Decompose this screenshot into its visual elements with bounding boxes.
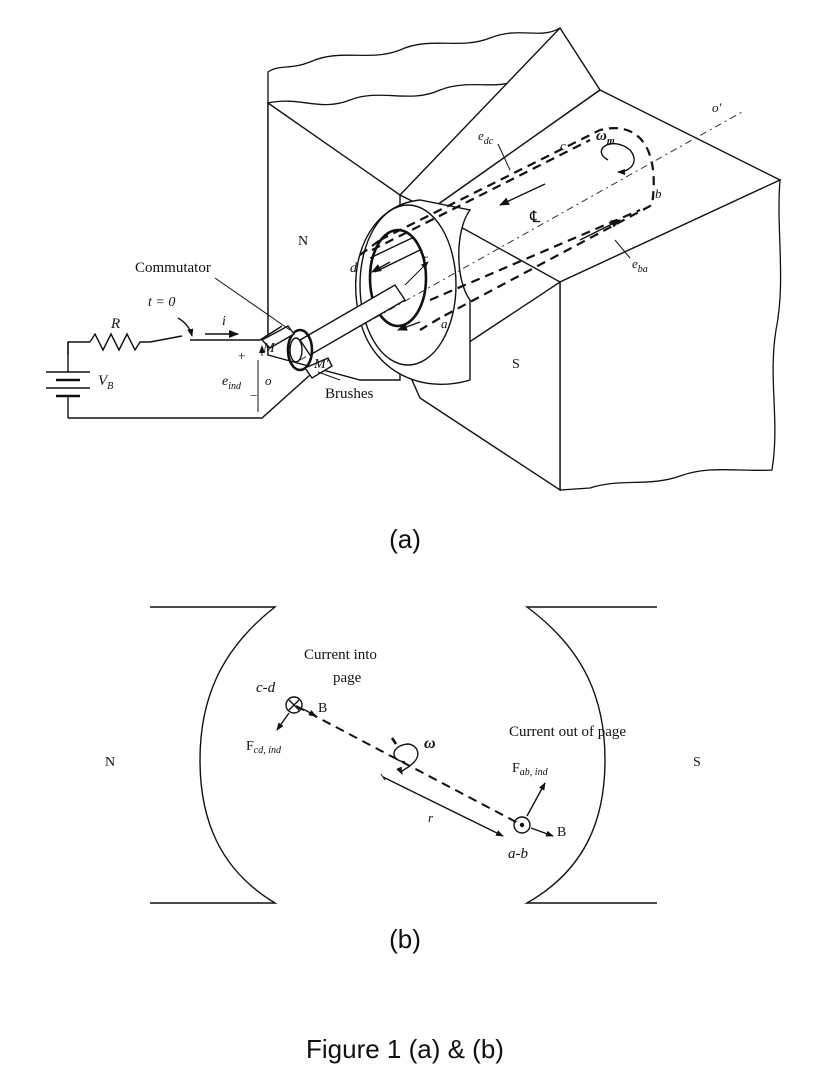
south-pole-face	[524, 606, 657, 904]
B-vector-cd	[302, 708, 317, 717]
label-ab: a-b	[508, 846, 528, 862]
eba-leader	[614, 239, 631, 259]
figure-title: Figure 1 (a) & (b)	[306, 1034, 504, 1064]
force-cd-ind-arrow	[276, 712, 290, 731]
label-cd: c-d	[256, 680, 276, 696]
label-e-ba: eba	[632, 256, 648, 275]
commutator	[260, 325, 333, 379]
battery-VB	[46, 342, 90, 418]
label-plus: +	[238, 348, 245, 363]
commutator-leader	[214, 277, 291, 331]
label-o-prime: o′	[712, 100, 722, 115]
label-force-ab: Fab, ind	[512, 761, 549, 778]
switch-motion-arrow	[177, 317, 194, 337]
caption-b: (b)	[389, 924, 421, 954]
label-d: d	[350, 261, 358, 276]
caption-a: (a)	[389, 524, 421, 554]
current-arrow-d	[371, 261, 391, 273]
label-minus: −	[250, 388, 257, 403]
label-centerline: ℄	[529, 209, 541, 226]
rotor-loop	[359, 127, 655, 331]
shaft	[299, 237, 421, 356]
label-force-cd: Fcd, ind	[246, 739, 282, 756]
conductor-ab-out-of-page	[513, 816, 531, 834]
switch-blade	[149, 335, 183, 343]
conductor-cd-into-page	[285, 696, 303, 714]
radius-arrow	[404, 261, 429, 286]
rotor-loop-outer	[371, 139, 641, 302]
rotor-bore	[355, 199, 472, 385]
current-arrow-a	[397, 321, 421, 331]
omega-tick	[390, 737, 398, 745]
label-N-pole: N	[298, 234, 308, 249]
label-a: a	[441, 316, 448, 331]
label-S-pole: S	[512, 357, 520, 372]
rotor-face	[359, 204, 457, 366]
figure-b-cross-section: N S Current into page c-d B Fcd, ind ω C…	[105, 606, 701, 904]
rotor-diameter-dashed	[295, 705, 519, 824]
rotation-arrow-omega-m	[600, 143, 635, 175]
B-vector-ab	[530, 827, 554, 837]
south-pole-block	[411, 89, 782, 492]
label-M-prime: M′	[313, 357, 330, 372]
figure-a-machine-diagram: Commutator t = 0 R VB i + − M M′ o eind …	[46, 26, 782, 492]
label-o: o	[265, 373, 272, 388]
label-r-b: r	[428, 810, 434, 825]
label-B-ab: B	[557, 825, 566, 840]
label-S-pole-b: S	[693, 755, 701, 770]
label-M: M	[262, 341, 276, 356]
label-commutator: Commutator	[135, 260, 211, 276]
force-ab-ind-arrow	[526, 782, 546, 817]
label-omega: ω	[424, 735, 436, 752]
brushes-leader	[317, 371, 341, 381]
label-R: R	[110, 316, 120, 332]
label-b: b	[655, 186, 662, 201]
r-arrow	[382, 776, 504, 837]
label-N-pole-b: N	[105, 755, 115, 770]
label-r: r	[423, 251, 428, 265]
current-arrow-bottom	[579, 219, 621, 241]
rotation-arrow-omega	[393, 743, 419, 775]
label-B-cd: B	[318, 701, 327, 716]
label-e-ind: eind	[222, 374, 242, 392]
label-current-out: Current out of page	[509, 724, 626, 740]
label-omega-m: ωm	[596, 128, 615, 147]
label-t0: t = 0	[148, 295, 175, 310]
label-current-into-2: page	[333, 670, 362, 686]
label-c: c	[560, 138, 566, 153]
external-circuit	[46, 317, 311, 419]
label-VB: VB	[98, 373, 113, 392]
current-arrow-top	[499, 183, 546, 206]
label-i: i	[222, 314, 226, 329]
label-brushes: Brushes	[325, 386, 373, 402]
north-pole-face	[150, 606, 278, 904]
label-e-dc: edc	[478, 128, 494, 147]
resistor-R	[89, 332, 150, 352]
label-current-into-1: Current into	[304, 647, 377, 663]
edc-leader	[497, 143, 511, 171]
